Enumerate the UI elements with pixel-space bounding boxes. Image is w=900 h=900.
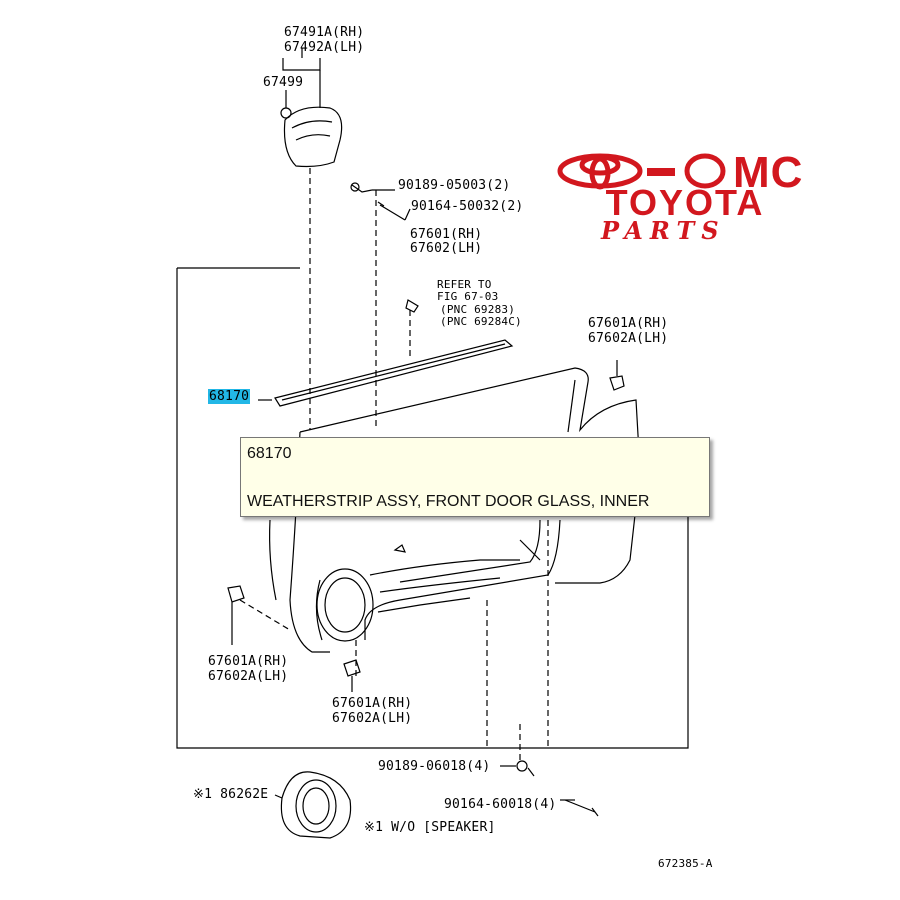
label-67602[interactable]: 67602(LH) bbox=[410, 241, 483, 256]
mirror-cover bbox=[283, 106, 343, 168]
frame-box bbox=[176, 268, 689, 749]
part-tooltip: 68170 WEATHERSTRIP ASSY, FRONT DOOR GLAS… bbox=[240, 437, 710, 517]
label-67601[interactable]: 67601(RH) bbox=[410, 227, 483, 242]
refer-to-line1: REFER TO bbox=[437, 278, 492, 291]
figure-code: 672385-A bbox=[658, 857, 713, 870]
weatherstrip-68170 bbox=[274, 339, 514, 407]
toyota-emblem-icon bbox=[557, 153, 726, 190]
label-68170-highlighted[interactable]: 68170 bbox=[208, 389, 251, 404]
label-67602a-bottom[interactable]: 67602A(LH) bbox=[332, 711, 413, 726]
label-67601a-left[interactable]: 67601A(RH) bbox=[208, 654, 289, 669]
footnote-speaker: ※1 W/O [SPEAKER] bbox=[364, 820, 496, 835]
omc-toyota-parts-logo: MC TOYOTA PARTS bbox=[555, 148, 815, 245]
label-86262e[interactable]: ※1 86262E bbox=[193, 787, 269, 802]
label-67499[interactable]: 67499 bbox=[263, 75, 304, 90]
logo-parts-text: PARTS bbox=[601, 216, 726, 245]
speaker-bracket-86262E bbox=[280, 771, 352, 839]
tooltip-description: WEATHERSTRIP ASSY, FRONT DOOR GLASS, INN… bbox=[247, 493, 650, 510]
refer-to-line3: (PNC 69283) bbox=[440, 303, 516, 316]
refer-to-line4: (PNC 69284C) bbox=[440, 315, 522, 328]
part-number-68170[interactable]: 68170 bbox=[208, 389, 251, 404]
logo-brand-text: TOYOTA bbox=[605, 182, 765, 223]
label-67602a-right[interactable]: 67602A(LH) bbox=[588, 331, 669, 346]
label-67491a[interactable]: 67491A(RH) bbox=[284, 25, 365, 40]
logo-mc-text: MC bbox=[733, 148, 804, 197]
label-90164-60018[interactable]: 90164-60018(4) bbox=[444, 797, 557, 812]
tooltip-part-number: 68170 bbox=[247, 445, 292, 462]
label-67492a[interactable]: 67492A(LH) bbox=[284, 40, 365, 55]
label-90164-50032[interactable]: 90164-50032(2) bbox=[411, 199, 524, 214]
label-67601a-right[interactable]: 67601A(RH) bbox=[588, 316, 669, 331]
label-90189-05003[interactable]: 90189-05003(2) bbox=[398, 178, 511, 193]
label-90189-06018[interactable]: 90189-06018(4) bbox=[378, 759, 491, 774]
door-trim-panel bbox=[299, 367, 641, 584]
label-67602a-left[interactable]: 67602A(LH) bbox=[208, 669, 289, 684]
refer-to-line2[interactable]: FIG 67-03 bbox=[437, 290, 499, 303]
label-67601a-bottom[interactable]: 67601A(RH) bbox=[332, 696, 413, 711]
